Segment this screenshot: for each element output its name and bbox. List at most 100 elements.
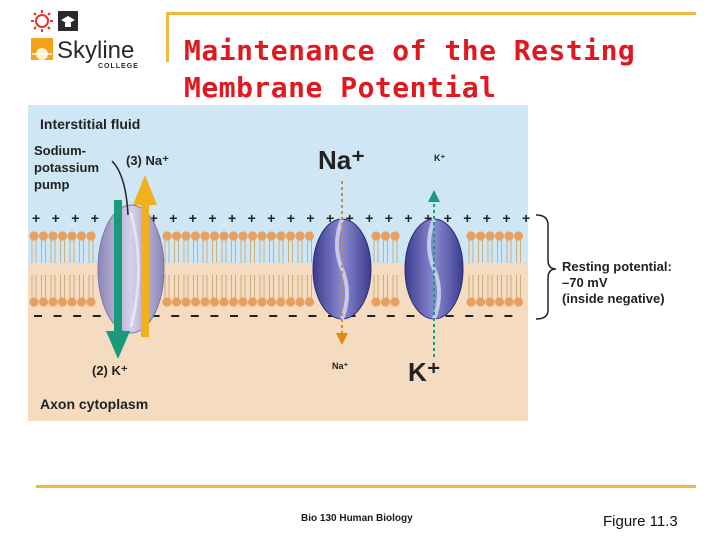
lipid-tail (373, 240, 379, 298)
plus-sign: + (91, 210, 99, 226)
lipid-tail (31, 240, 37, 298)
lipid-head (238, 231, 248, 241)
footer-rule (36, 485, 696, 488)
plus-sign: + (463, 210, 471, 226)
lipid-head (86, 297, 96, 307)
sunrise-icon (31, 38, 53, 60)
lipid-tail (478, 240, 483, 298)
sodium-channel (312, 218, 372, 320)
lipid-tail (212, 240, 217, 298)
logo-sub: COLLEGE (98, 63, 139, 70)
plus-sign: + (189, 210, 197, 226)
lipid-tail (288, 240, 293, 298)
axon-cytoplasm-label: Axon cytoplasm (40, 396, 148, 412)
lipid-head (513, 231, 524, 241)
title-line-2: Membrane Potential (184, 71, 497, 104)
lipid-head (390, 297, 400, 307)
plus-sign: + (267, 210, 275, 226)
lipid-tail (79, 240, 84, 298)
lipid-head (466, 231, 476, 241)
lipid-head (48, 231, 58, 241)
lipid-head (247, 297, 258, 307)
lipid-tail (383, 240, 388, 298)
grad-cap-icon (58, 11, 78, 31)
potassium-channel (404, 218, 464, 320)
plus-sign: + (522, 210, 530, 226)
lipid-head (181, 297, 191, 307)
na-large-label: Na⁺ (318, 145, 365, 175)
lipid-head (276, 231, 286, 241)
lipid-head (57, 297, 68, 307)
skyline-college-logo: Skyline COLLEGE (31, 10, 139, 70)
plus-sign: + (248, 210, 256, 226)
k-small-top-label: K⁺ (434, 153, 445, 163)
lipid-head (219, 297, 229, 307)
lipid-head (466, 297, 476, 307)
lipid-tail (50, 240, 56, 298)
lipid-head (209, 297, 220, 307)
lipid-head (48, 297, 58, 307)
lipid-head (504, 231, 514, 241)
lipid-head (190, 297, 201, 307)
lipid-head (380, 231, 391, 241)
lipid-head (86, 231, 96, 241)
lipid-head (228, 297, 239, 307)
na-in-label: (3) Na⁺ (126, 153, 169, 168)
lipid-head (266, 231, 277, 241)
plus-sign: + (32, 210, 40, 226)
lipid-head (485, 297, 495, 307)
lipid-tail (240, 240, 246, 298)
lipid-tail (487, 240, 493, 298)
lipid-head (295, 297, 305, 307)
pump-label: Sodium- potassium pump (34, 143, 99, 192)
slide-title: Maintenance of the Resting Membrane Pote… (184, 32, 704, 106)
logo-name: Skyline (57, 37, 134, 64)
lipid-tail (69, 240, 75, 298)
lipid-head (190, 231, 201, 241)
plus-sign: + (169, 210, 177, 226)
lipid-tail (392, 240, 398, 298)
lipid-head (38, 231, 49, 241)
lipid-bilayer (29, 231, 524, 307)
resting-label-line-2: –70 mV (562, 275, 608, 290)
lipid-head (494, 297, 505, 307)
lipid-head (513, 297, 524, 307)
lipid-head (285, 231, 296, 241)
lipid-tail (183, 240, 189, 298)
plus-sign: + (150, 210, 158, 226)
lipid-head (295, 231, 305, 241)
lipid-head (67, 231, 77, 241)
plus-sign: + (208, 210, 216, 226)
plus-sign: + (444, 210, 452, 226)
resting-label-line-1: Resting potential: (562, 259, 672, 274)
lipid-tail (506, 240, 512, 298)
pump-label-line-1: Sodium- (34, 143, 86, 158)
lipid-head (200, 231, 210, 241)
pump-label-pointer (111, 160, 129, 216)
lipid-tail (60, 240, 65, 298)
sodium-diffusion-arrow (336, 181, 348, 345)
pump-label-line-3: pump (34, 177, 69, 192)
lipid-tail (516, 240, 521, 298)
lipid-head (475, 231, 486, 241)
plus-sign: + (502, 210, 510, 226)
potassium-pump-arrow (106, 200, 130, 359)
lipid-head (247, 231, 258, 241)
lipid-head (257, 297, 267, 307)
plus-sign: + (483, 210, 491, 226)
lipid-tail (202, 240, 208, 298)
lipid-tail (497, 240, 502, 298)
title-accent-horizontal (166, 12, 696, 15)
plus-sign: + (228, 210, 236, 226)
lipid-head (371, 297, 381, 307)
lipid-tail (174, 240, 179, 298)
lipid-head (371, 231, 381, 241)
lipid-head (200, 297, 210, 307)
sun-icon (31, 10, 53, 32)
plus-sign: + (306, 210, 314, 226)
lipid-head (228, 231, 239, 241)
footer-course: Bio 130 Human Biology (301, 513, 413, 524)
lipid-head (380, 297, 391, 307)
plus-sign: + (385, 210, 393, 226)
lipid-tail (259, 240, 265, 298)
